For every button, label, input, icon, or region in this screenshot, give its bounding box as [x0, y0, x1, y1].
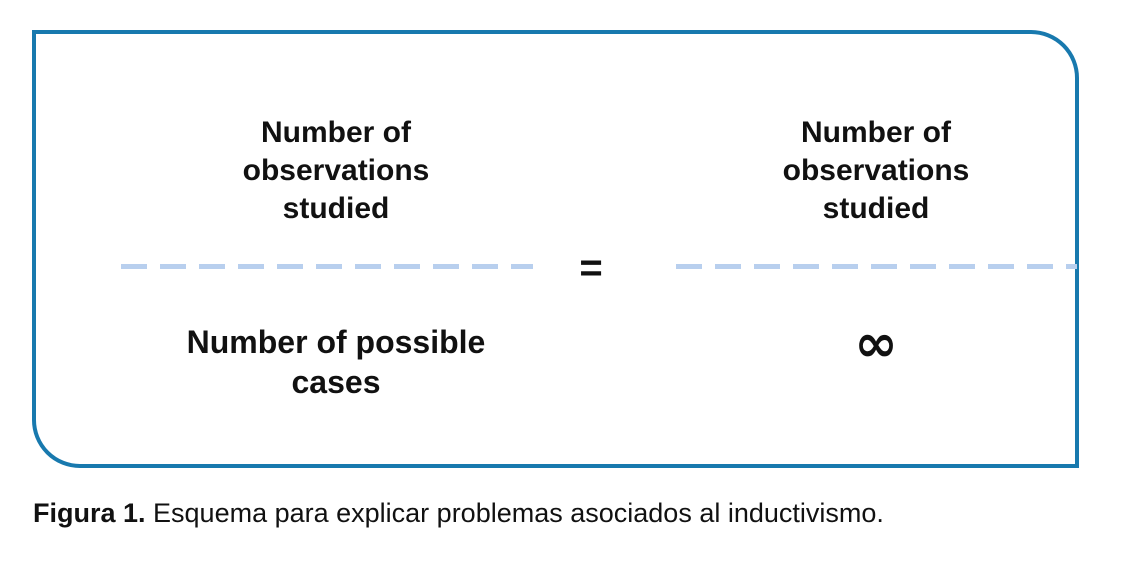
caption-text: Esquema para explicar problemas asociado… — [145, 498, 884, 528]
right-fraction-numerator: Number of observations studied — [782, 116, 970, 225]
figure-box: Number of observations studied Number of… — [32, 30, 1079, 468]
caption-label: Figura 1. — [33, 498, 146, 528]
equals-sign: = — [579, 246, 603, 290]
left-fraction-numerator: Number of observations studied — [242, 116, 430, 225]
left-fraction-denominator: Number of possible cases — [186, 324, 486, 400]
infinity-symbol: ∞ — [854, 314, 898, 374]
left-fraction-bar — [121, 264, 533, 269]
figure-caption: Figura 1. Esquema para explicar problema… — [33, 496, 1093, 530]
right-fraction-bar — [676, 264, 1077, 269]
